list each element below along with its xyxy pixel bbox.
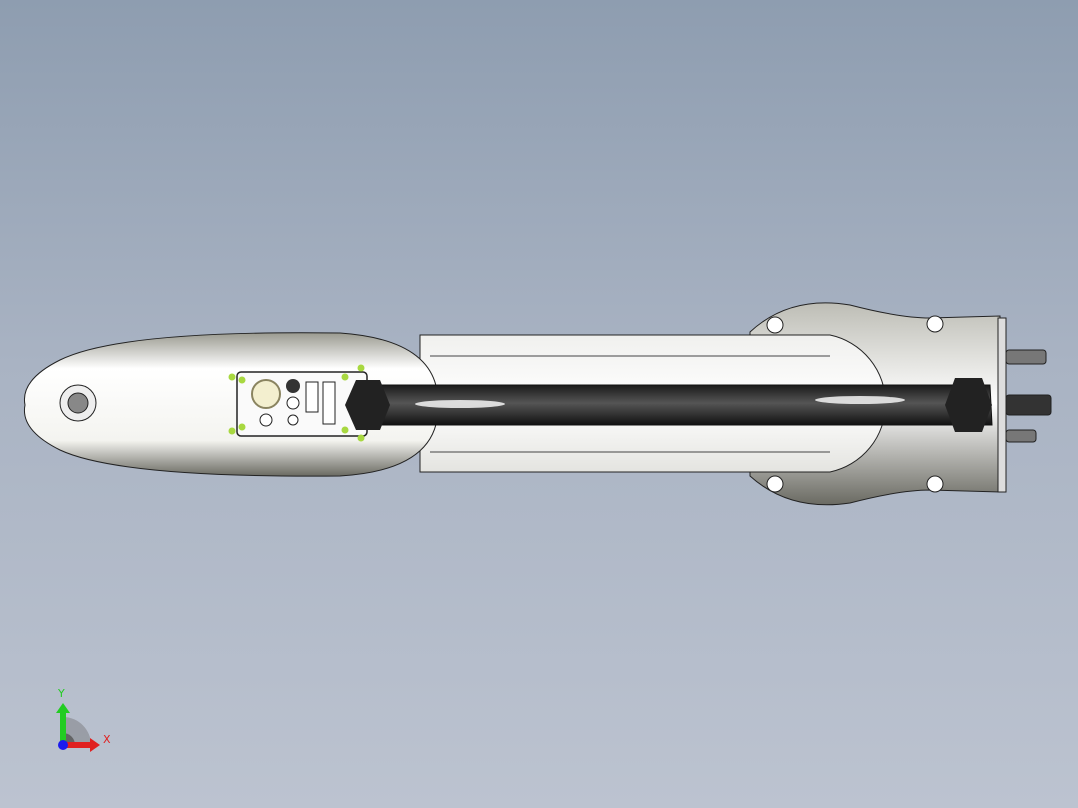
y-axis-arrow: [60, 712, 66, 745]
cable-gland-left: [345, 380, 390, 430]
y-axis-label: Y: [58, 687, 65, 700]
connectors: [1005, 349, 1052, 443]
robot-model[interactable]: [23, 302, 1052, 506]
emergency-connector: [251, 379, 281, 409]
x-axis-arrow: [63, 742, 91, 748]
z-axis-dot: [58, 740, 68, 750]
x-axis-label: X: [103, 733, 111, 746]
robot-link-1: [23, 332, 439, 477]
axis-triad: [56, 703, 100, 752]
mounting-holes: [766, 315, 944, 493]
panel-screws: [228, 364, 365, 442]
connector-panel: [997, 317, 1007, 493]
cable-gland-right: [945, 378, 992, 432]
